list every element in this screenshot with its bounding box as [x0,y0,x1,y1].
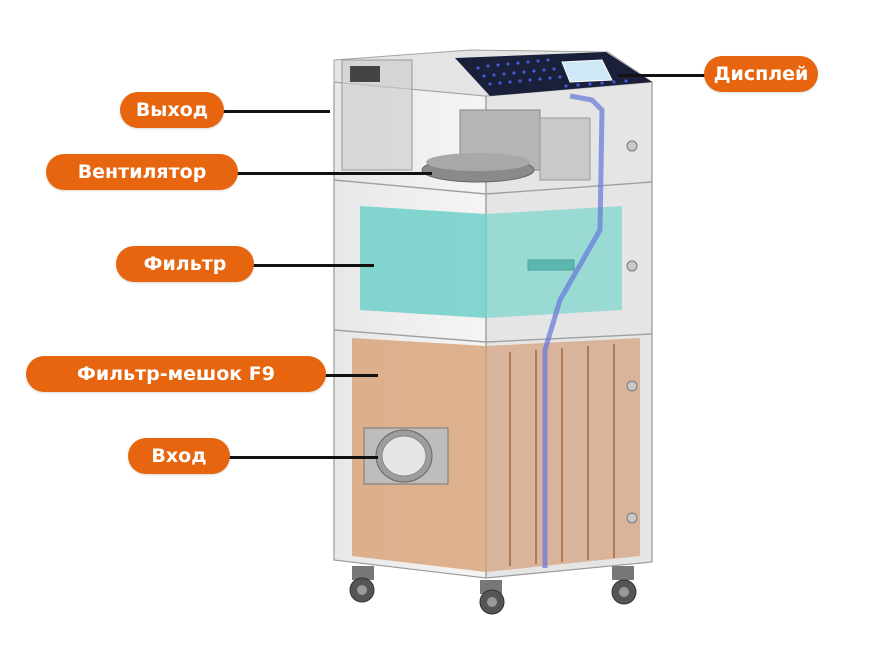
pressure-tube [542,93,605,568]
leader-inlet [228,456,378,459]
leader-fan [236,172,432,175]
label-display: Дисплей [704,56,818,92]
label-exit: Выход [120,92,224,128]
label-filter: Фильтр [116,246,254,282]
led-dot-grid [476,58,628,88]
divider-lower [333,329,653,343]
casters [349,566,637,615]
leader-bag-filter [322,374,378,377]
fan-mount [539,117,591,181]
bag-pleats [509,344,615,566]
leader-exit [220,110,330,113]
leader-filter [252,264,374,267]
divider-upper [333,179,653,195]
fan-top [426,153,530,171]
filter-handle [527,259,575,271]
label-bag-filter: Фильтр-мешок F9 [26,356,326,392]
inlet-ring-inner [381,435,427,477]
exhaust-vent [350,66,380,82]
display-screen [561,59,613,83]
label-fan: Вентилятор [46,154,238,190]
hepa-filter-block [360,206,486,318]
leader-display [618,74,706,77]
door-latches [626,140,638,524]
label-inlet: Вход [128,438,230,474]
